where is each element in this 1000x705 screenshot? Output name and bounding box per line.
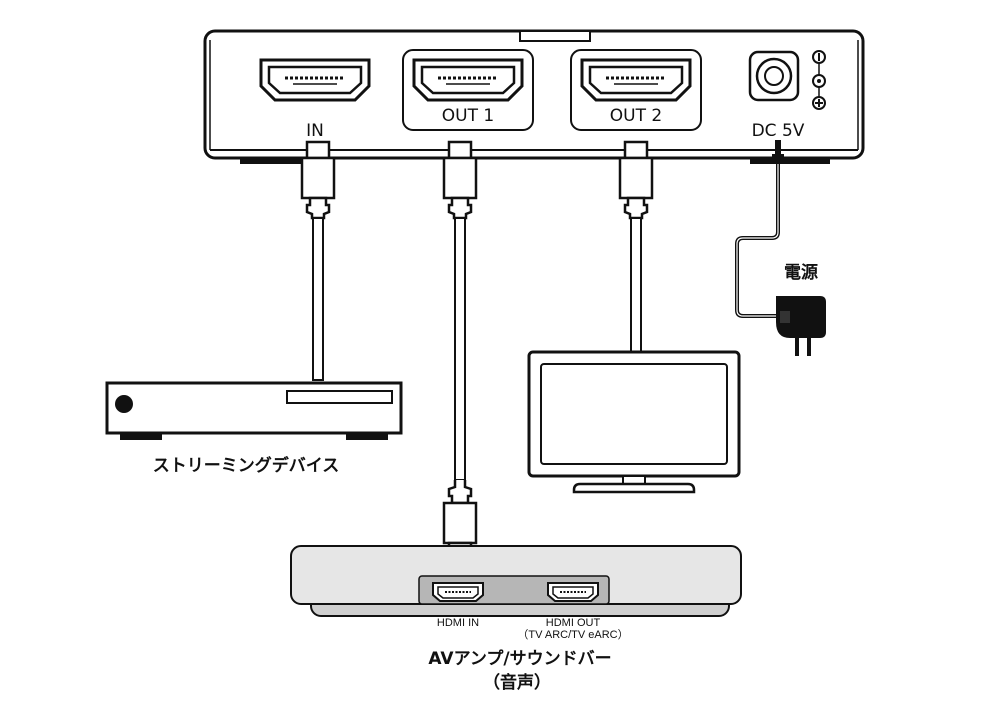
port-label-out2: OUT 2 <box>610 106 662 126</box>
hdmi-in-port-icon <box>259 58 371 102</box>
soundbar-hdmi-out-label: HDMI OUT <box>546 617 601 629</box>
hdmi-out1-port-icon <box>402 49 534 131</box>
soundbar-hdmi-out-port-icon <box>547 582 599 602</box>
dc-jack-icon <box>748 50 800 102</box>
hdmi-cable-out1 <box>442 140 478 559</box>
port-label-dc: DC 5V <box>752 121 805 141</box>
soundbar-hdmi-in-port-icon <box>432 582 484 602</box>
streaming-device-label: ストリーミングデバイス <box>153 455 340 476</box>
power-cable <box>735 140 784 318</box>
port-label-out1: OUT 1 <box>442 106 494 126</box>
soundbar-hdmi-in-label: HDMI IN <box>437 617 479 629</box>
soundbar-icon <box>290 545 742 617</box>
streaming-device-icon <box>105 381 403 440</box>
hdmi-cable-out2 <box>618 140 654 353</box>
soundbar-sub-label: （音声） <box>483 672 551 693</box>
hdmi-cable-in <box>300 140 336 381</box>
soundbar-hdmi-out-sub-label: （TV ARC/TV eARC） <box>517 628 628 641</box>
soundbar-label: AVアンプ/サウンドバー <box>428 648 611 669</box>
polarity-icon <box>812 50 826 110</box>
port-label-in: IN <box>306 121 324 141</box>
tv-icon <box>527 350 741 494</box>
power-label: 電源 <box>784 262 818 283</box>
power-adapter-icon <box>776 296 826 356</box>
hdmi-out2-port-icon <box>570 49 702 131</box>
